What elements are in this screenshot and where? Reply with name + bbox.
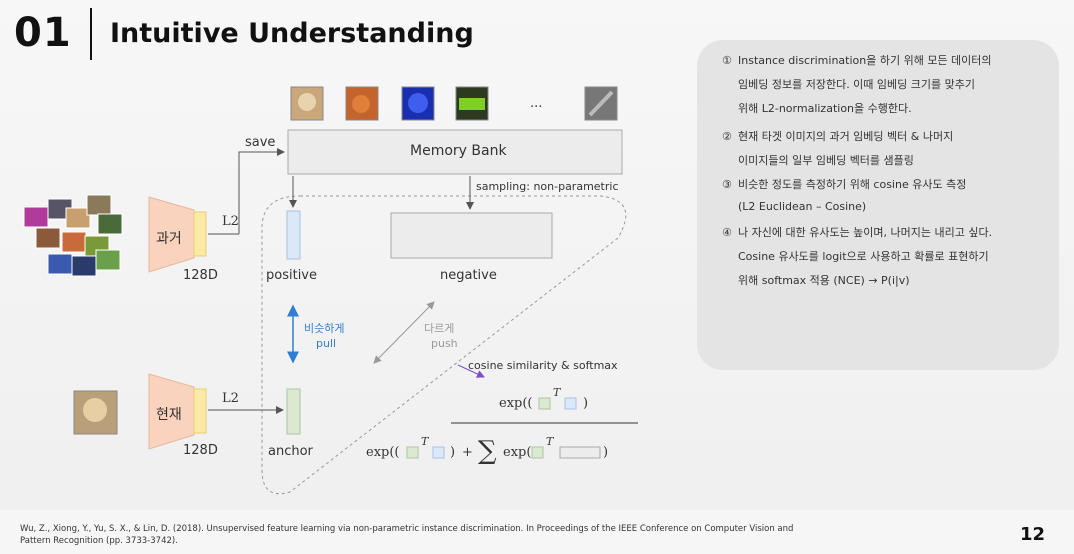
note-marker: ② [722,130,732,143]
positive-label: positive [266,268,317,283]
note-2-line-2: 이미지들의 일부 임베딩 벡터를 샘플링 [738,154,914,167]
header-divider [90,8,92,60]
l2-label-top: L2 [222,214,239,229]
past-label: 과거 [156,231,182,247]
reference-line-1: Wu, Z., Xiong, Y., Yu, S. X., & Lin, D. … [20,524,794,534]
note-4-line-3: 위해 softmax 적용 (NCE) → P(i|v) [738,274,910,287]
formula-exp2: exp( [503,445,532,460]
page-title: Intuitive Understanding [110,18,474,49]
pull-ko-label: 비슷하게 [304,322,345,335]
formula-num-close: ) [583,396,589,411]
note-marker: ① [722,54,732,67]
memory-bank-box [287,129,623,175]
present-label: 현재 [156,407,182,423]
pull-label: pull [316,337,337,350]
embedding-present [193,388,207,434]
ellipsis-label: ... [530,96,543,111]
note-3-line-2: (L2 Euclidean – Cosine) [738,200,867,213]
note-marker: ④ [722,226,732,239]
formula-sum: ∑ [478,436,497,466]
negative-box [390,212,553,259]
dim-label-top: 128D [183,268,218,283]
note-1-line-3: 위해 L2-normalization을 수행한다. [738,102,912,115]
memory-bank-label: Memory Bank [410,143,507,159]
diagram [23,86,638,495]
formula-num-exp: exp(( [499,396,533,411]
l2-label-bottom: L2 [222,391,239,406]
note-marker: ③ [722,178,732,191]
formula-den-exp: exp(( [366,445,400,460]
formula-den-sup2: T [546,435,554,448]
dim-label-bottom: 128D [183,443,218,458]
formula-den-close2: ) [603,445,609,460]
encoder-past [148,196,195,273]
page-number: 12 [1020,524,1046,545]
notes-panel [697,40,1059,370]
positive-box [286,210,301,260]
reference: Wu, Z., Xiong, Y., Yu, S. X., & Lin, D. … [20,523,980,547]
image-collage [23,194,123,277]
formula-den-sup: T [421,435,429,448]
anchor-label: anchor [268,444,313,459]
push-label: push [431,337,458,350]
embedding-past [193,211,207,257]
push-ko-label: 다르게 [424,322,455,335]
reference-line-2: Pattern Recognition (pp. 3733-3742). [20,536,178,546]
cosine-softmax-label: cosine similarity & softmax [468,359,618,372]
formula-den-close1: ) [450,445,456,460]
sampling-label: sampling: non-parametric [476,180,619,193]
footer [0,510,1074,554]
anchor-box [286,388,301,435]
negative-label: negative [440,268,497,283]
formula-plus: + [462,445,473,460]
note-4-line-2: Cosine 유사도를 logit으로 사용하고 확률로 표현하기 [738,250,989,263]
formula-num-sup: T [553,386,561,399]
save-label: save [245,135,276,150]
encoder-present [148,373,195,450]
sampling-region [261,195,627,495]
section-number: 01 [14,10,72,56]
note-1-line-2: 임베딩 정보를 저장한다. 이때 임베딩 크기를 맞추기 [738,78,975,91]
